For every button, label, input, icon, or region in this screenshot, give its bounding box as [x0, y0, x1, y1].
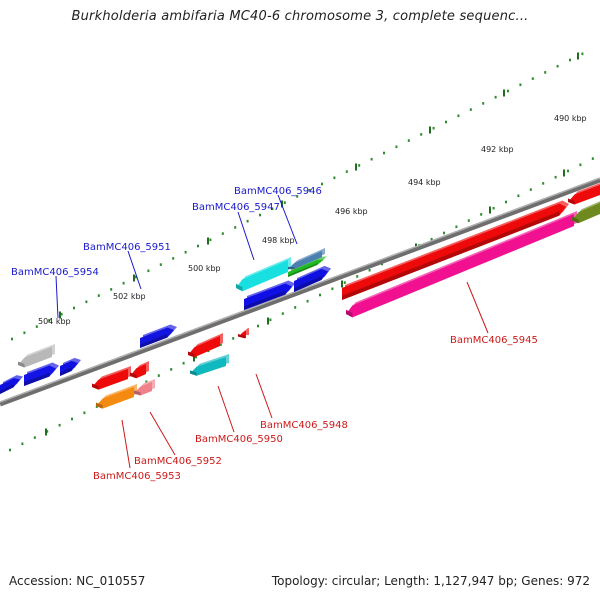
gene-shade: [572, 216, 579, 224]
map-title: Burkholderia ambifaria MC40-6 chromosome…: [71, 9, 529, 24]
gene-shade: [134, 390, 141, 396]
gene-forward-3[interactable]: [60, 357, 81, 376]
ruler-label: 498 kbp: [262, 236, 295, 245]
gene-shade: [140, 333, 168, 348]
ruler-label: 494 kbp: [408, 178, 441, 187]
gene-shade: [190, 370, 197, 376]
leader-line: [149, 411, 176, 456]
gene-shade: [96, 402, 103, 409]
gene-shade: [346, 309, 353, 318]
ruler-label: 504 kbp: [38, 317, 71, 326]
leader-line: [127, 250, 142, 290]
gene-bam5951[interactable]: [140, 324, 177, 348]
gene-reverse-5[interactable]: [130, 361, 149, 379]
gene-shade: [294, 275, 322, 292]
gene-bam5947[interactable]: [236, 257, 291, 292]
gene-label[interactable]: BamMC406_5953: [93, 471, 181, 482]
gene-reverse-3[interactable]: [572, 200, 600, 224]
gene-body: [288, 251, 322, 270]
gene-forward-6[interactable]: [288, 256, 327, 278]
ruler-label: 500 kbp: [188, 264, 221, 273]
gene-shade: [288, 266, 295, 270]
gene-shade: [236, 283, 243, 292]
gene-shade: [244, 290, 286, 310]
leader-line: [277, 194, 298, 245]
leader-line: [255, 373, 273, 419]
gene-body: [188, 336, 220, 358]
gene-bam5953[interactable]: [92, 366, 131, 390]
leader-line: [237, 211, 255, 261]
gene-label[interactable]: BamMC406_5954: [11, 267, 99, 278]
backbone-line: [0, 177, 600, 407]
gene-body: [190, 357, 226, 376]
gene-body: [568, 185, 600, 205]
gene-shade: [288, 262, 318, 277]
leader-line: [217, 385, 235, 433]
gene-shade: [130, 372, 137, 379]
gene-shade: [238, 334, 245, 339]
gene-body: [18, 347, 52, 368]
gene-bam5952[interactable]: [134, 379, 155, 396]
leader-line: [121, 419, 131, 469]
gene-label[interactable]: BamMC406_5946: [234, 186, 322, 197]
ruler-labels: 490 kbp 492 kbp 494 kbp 496 kbp 498 kbp 500 k…: [38, 114, 587, 326]
accession-text: Accession: NC_010557: [9, 574, 146, 588]
gene-shade: [18, 361, 25, 368]
backbone-highlight: [0, 177, 600, 403]
gene-features: [0, 182, 600, 409]
gene-body: [92, 369, 128, 390]
gene-label[interactable]: BamMC406_5948: [260, 420, 348, 431]
gene-shade: [60, 367, 72, 376]
gene-label[interactable]: BamMC406_5950: [195, 434, 283, 445]
topology-text: Topology: circular; Length: 1,127,947 bp…: [271, 574, 590, 588]
ruler-label: 496 kbp: [335, 207, 368, 216]
gene-shade: [188, 351, 195, 358]
gene-body: [96, 387, 134, 409]
gene-bam5950[interactable]: [188, 333, 223, 358]
ruler-label: 492 kbp: [481, 145, 514, 154]
gene-forward-5[interactable]: [294, 265, 331, 292]
gene-body: [236, 260, 288, 292]
gene-shade: [342, 211, 560, 300]
ruler-label: 490 kbp: [554, 114, 587, 123]
gene-shade: [24, 372, 50, 386]
gene-label[interactable]: BamMC406_5951: [83, 242, 171, 253]
gene-label[interactable]: BamMC406_5952: [134, 456, 222, 467]
gene-forward-2[interactable]: [24, 362, 59, 386]
gene-reverse-2[interactable]: [568, 182, 600, 205]
gene-shade: [92, 383, 99, 390]
gene-labels: BamMC406_5946BamMC406_5947BamMC406_5951B…: [11, 186, 538, 482]
gene-shade: [568, 198, 575, 205]
gene-forward-1[interactable]: [0, 375, 23, 394]
gene-bam5948[interactable]: [238, 328, 249, 339]
gene-bam5954[interactable]: [18, 344, 55, 368]
label-leaders: [55, 194, 489, 469]
ruler-label: 502 kbp: [113, 292, 146, 301]
gene-body: [572, 203, 600, 224]
ruler-lower: [9, 157, 594, 452]
gene-bam5953-orange[interactable]: [96, 384, 137, 409]
gene-reverse-4[interactable]: [190, 354, 229, 376]
gene-forward-4[interactable]: [244, 280, 295, 310]
leader-line: [466, 281, 489, 334]
genome-backbone: [0, 177, 600, 407]
gene-body: [346, 214, 574, 318]
gene-bam5945[interactable]: [346, 211, 577, 318]
ruler-upper: [11, 52, 584, 341]
gene-label[interactable]: BamMC406_5947: [192, 202, 280, 213]
gene-bam5946[interactable]: [288, 248, 325, 270]
leader-line: [55, 275, 59, 319]
gene-reverse-1[interactable]: [342, 200, 569, 300]
gene-shade: [0, 383, 14, 394]
gene-label[interactable]: BamMC406_5945: [450, 335, 538, 346]
